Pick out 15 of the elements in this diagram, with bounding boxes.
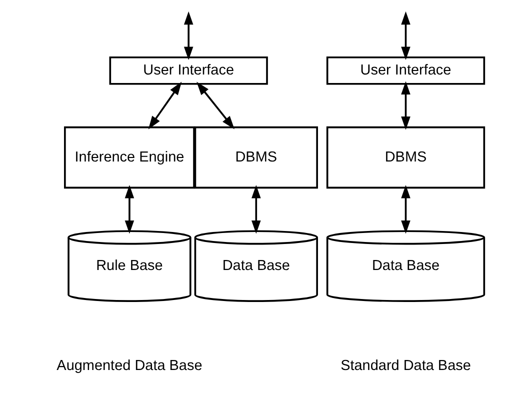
arrow <box>400 184 410 234</box>
arrow <box>196 82 234 130</box>
node-box: Inference Engine <box>64 126 194 189</box>
arrow <box>124 184 134 234</box>
label: Augmented Data Base <box>56 358 202 374</box>
arrow <box>400 11 410 60</box>
arrow <box>400 81 410 130</box>
node-box: DBMS <box>194 126 318 189</box>
arrow <box>251 184 260 234</box>
node-box: User Interface <box>108 56 268 85</box>
arrow <box>148 82 182 130</box>
node-box: DBMS <box>326 126 485 189</box>
arrow <box>183 11 193 60</box>
node-box: User Interface <box>326 56 485 85</box>
label: Standard Data Base <box>340 358 470 374</box>
